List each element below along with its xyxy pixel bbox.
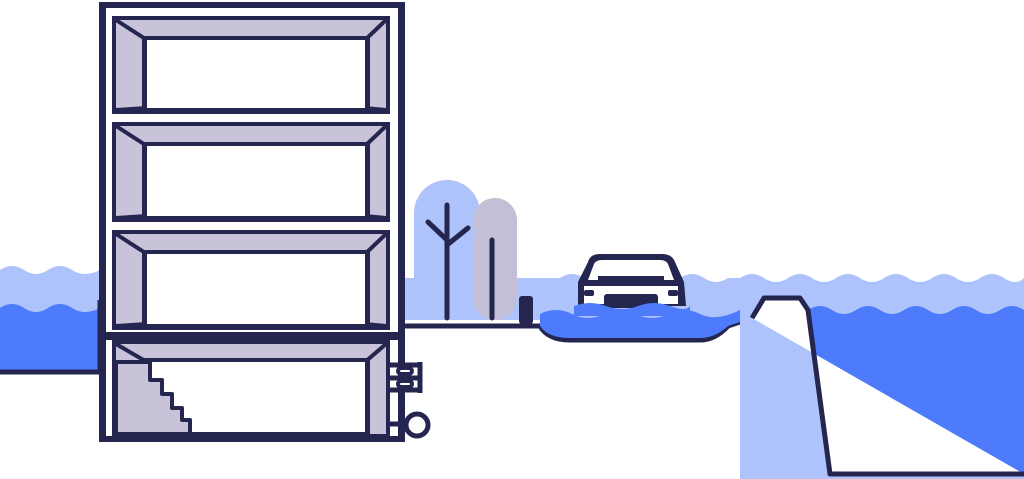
floor-top — [112, 16, 390, 114]
stairs-icon — [114, 360, 192, 436]
pipe-icon — [390, 362, 431, 439]
tree-icon-2 — [473, 198, 517, 321]
left-water-dark — [0, 304, 100, 372]
right-floodwater — [740, 274, 1024, 479]
street-water-dark — [540, 310, 752, 338]
car-icon — [574, 254, 690, 316]
street-post — [519, 296, 533, 324]
building-icon — [99, 2, 431, 442]
floor-middle — [112, 122, 390, 222]
right-ledge — [749, 295, 1024, 477]
left-floodwater — [0, 266, 103, 375]
floor-ground — [112, 230, 390, 330]
street-ground — [405, 315, 753, 343]
street-scene — [405, 180, 760, 343]
tree-icon — [414, 180, 480, 321]
basement — [112, 340, 390, 438]
